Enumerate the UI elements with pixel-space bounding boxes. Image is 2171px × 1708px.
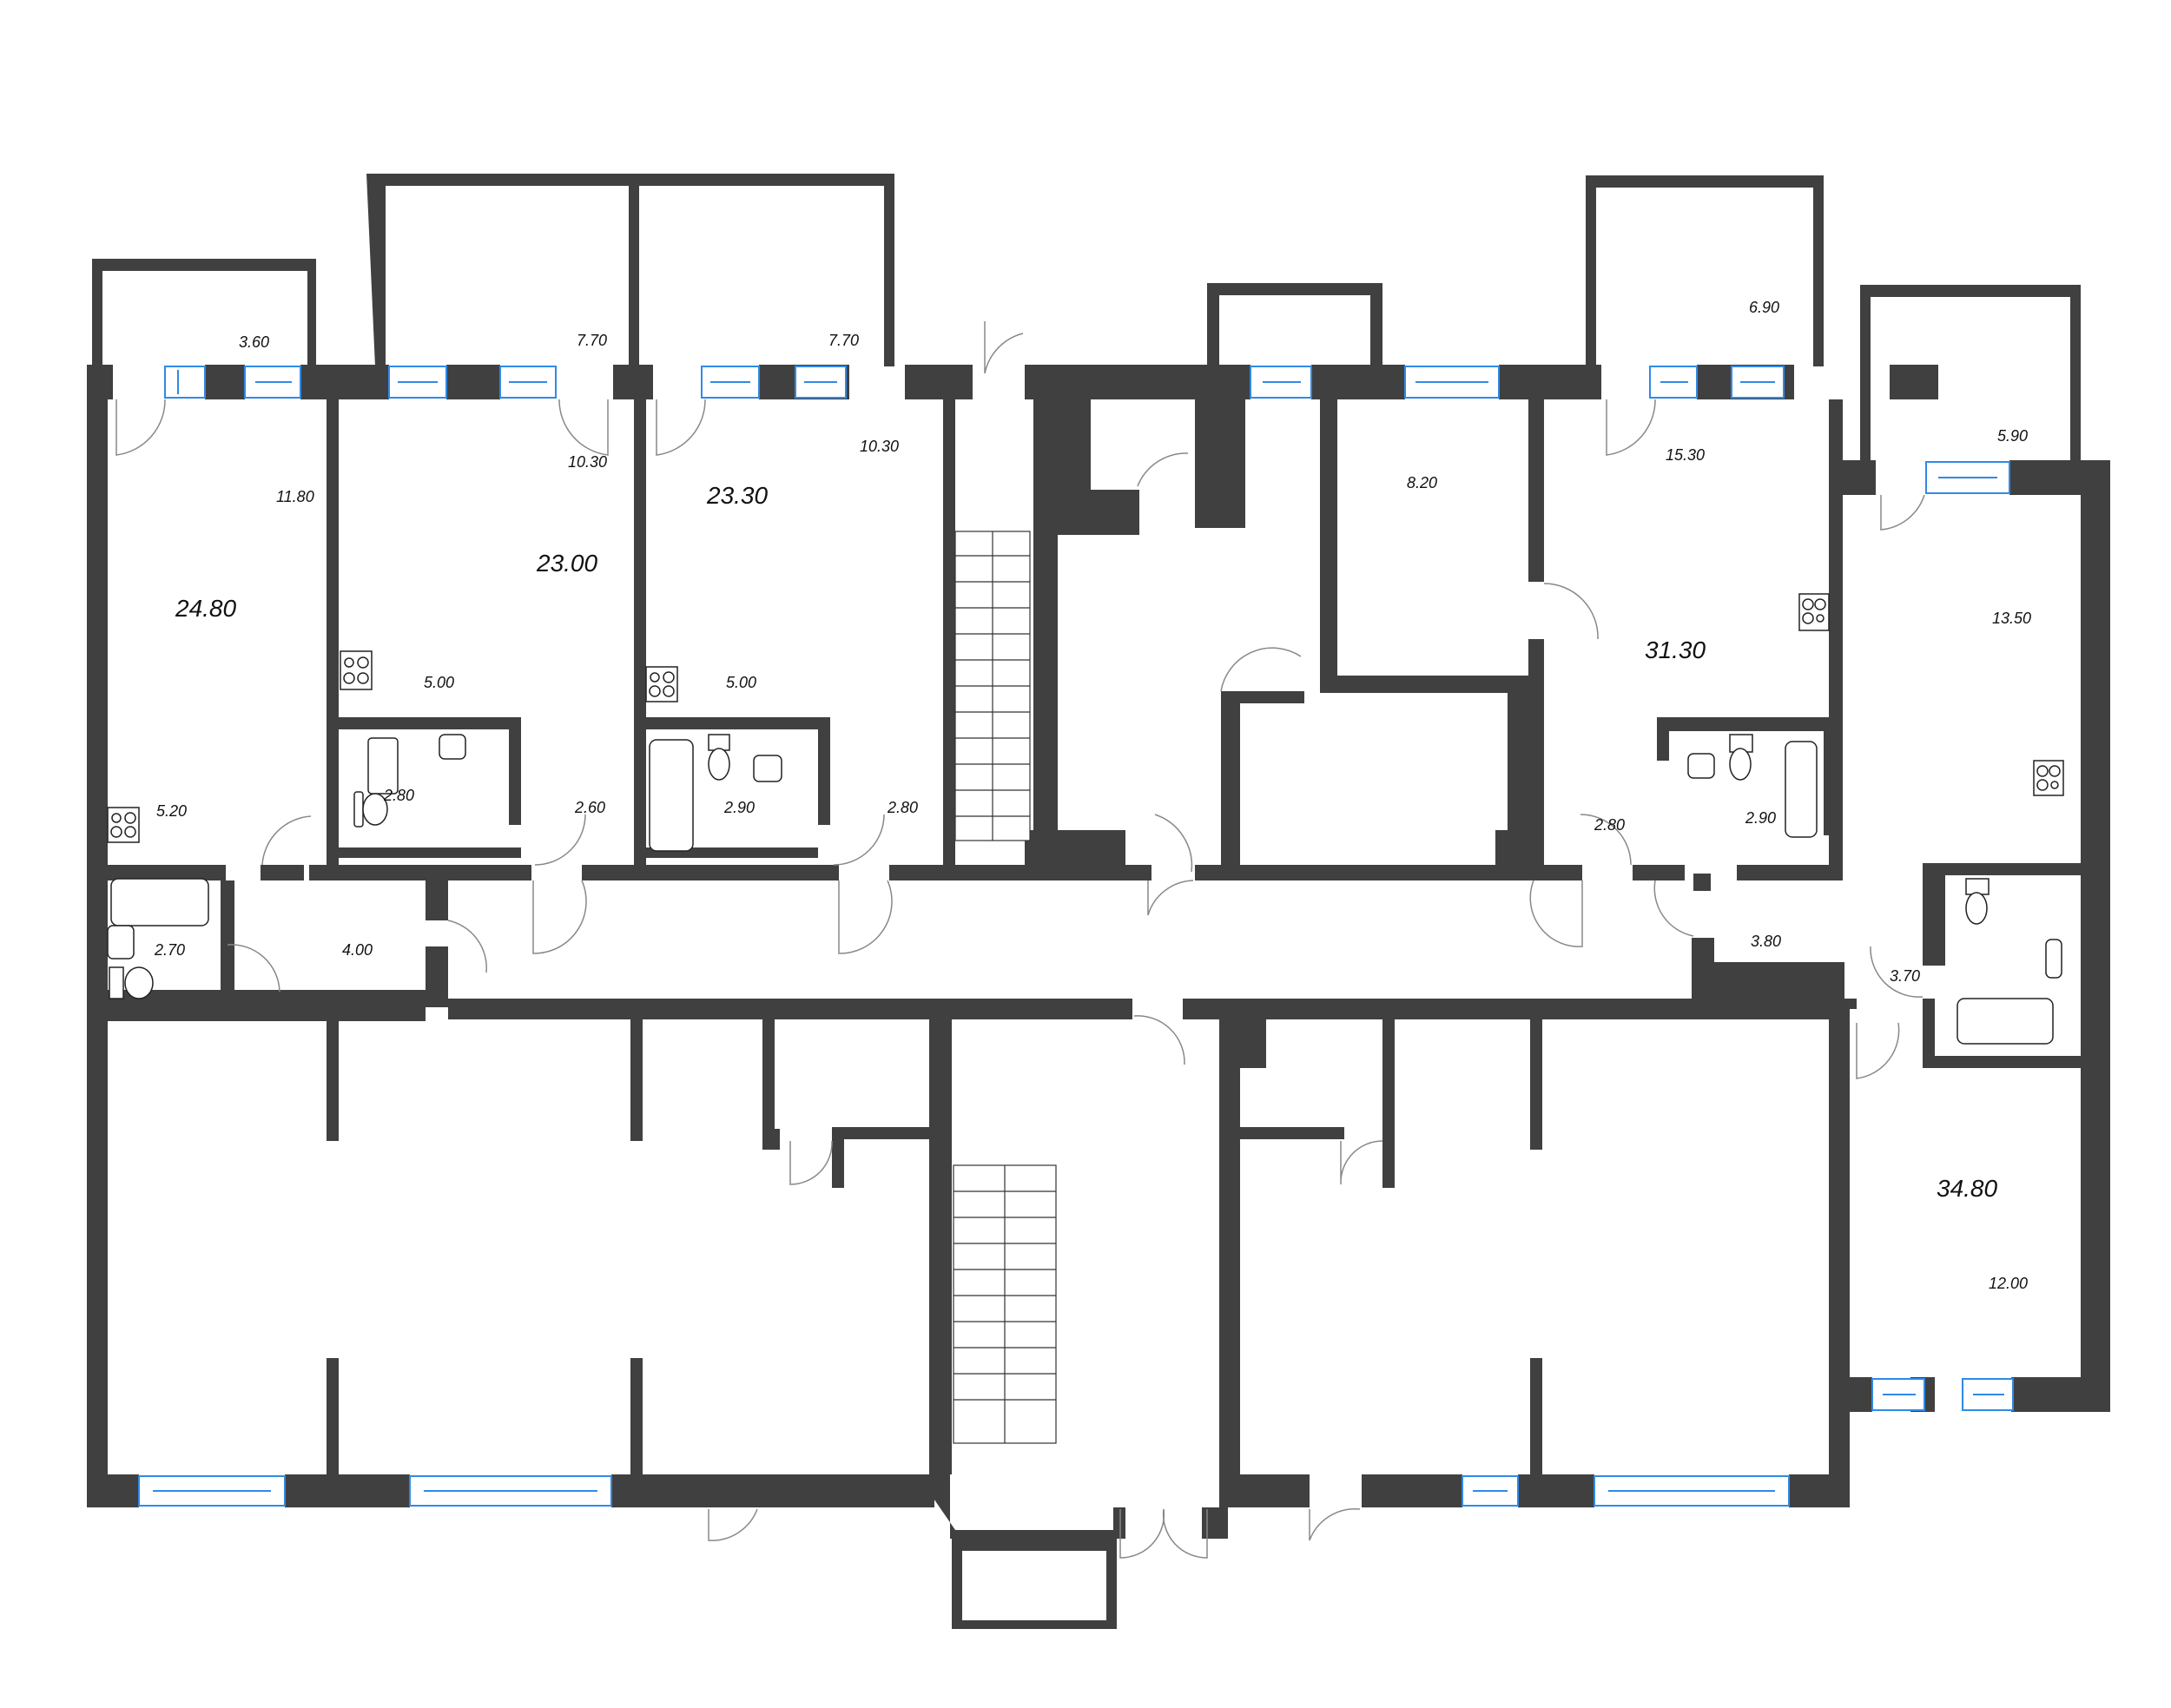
area-label: 2.90 [1745,809,1776,827]
area-label: 2.80 [1594,816,1625,834]
apartment-total-area: 34.80 [1937,1175,1997,1202]
apartment-total-area: 31.30 [1645,636,1706,663]
area-label: 3.80 [1751,933,1781,950]
sink-icon [2045,939,2062,979]
area-label: 2.70 [154,941,185,959]
area-label: 2.80 [887,799,918,816]
apartment-total-area: 23.30 [706,482,768,509]
windows [138,366,2014,1507]
toilet-icon [1965,878,1990,925]
area-label: 2.60 [574,799,605,816]
shower-icon [367,737,399,795]
sink-icon [1687,753,1715,779]
fixtures [107,593,2064,1045]
sink-icon [107,925,135,960]
area-label: 2.80 [383,787,414,804]
stove-icon [107,807,140,843]
doors [115,321,1925,1559]
area-label: 6.90 [1749,299,1779,316]
area-label: 12.00 [1989,1275,2028,1292]
area-label: 3.60 [239,333,269,351]
area-label: 5.20 [156,802,187,820]
sink-icon [439,734,466,760]
stove-icon [645,666,678,702]
stove-icon [340,650,373,690]
bathtub-icon [1785,741,1818,838]
area-label: 3.70 [1890,967,1920,985]
area-label: 2.90 [723,799,755,816]
area-label: 10.30 [568,453,607,471]
area-label: 5.00 [726,674,756,691]
area-label: 13.50 [1992,610,2031,627]
toilet-icon [1729,734,1753,781]
apartment-total-area: 24.80 [175,595,236,622]
stove-icon [1798,593,1830,631]
bathtub-icon [110,878,209,927]
area-label: 8.20 [1407,474,1437,491]
area-label: 5.90 [1997,427,2028,445]
area-label: 7.70 [577,332,607,349]
stairs [953,531,1057,1444]
area-labels: 3.60 11.80 24.80 5.20 2.70 4.00 7.70 10.… [154,299,2031,1292]
area-label: 15.30 [1666,446,1705,464]
area-label: 4.00 [342,941,373,959]
bathtub-icon [649,739,694,852]
stove-icon [2033,760,2064,796]
area-label: 11.80 [276,488,314,505]
area-label: 5.00 [424,674,454,691]
sink-icon [753,755,782,782]
bathtub-icon [1957,998,2054,1045]
toilet-icon [353,791,388,828]
area-label: 7.70 [828,332,859,349]
apartment-total-area: 23.00 [536,550,597,577]
toilet-icon [109,966,154,999]
toilet-icon [708,734,730,781]
area-label: 10.30 [860,438,899,455]
walls [87,174,2110,1629]
